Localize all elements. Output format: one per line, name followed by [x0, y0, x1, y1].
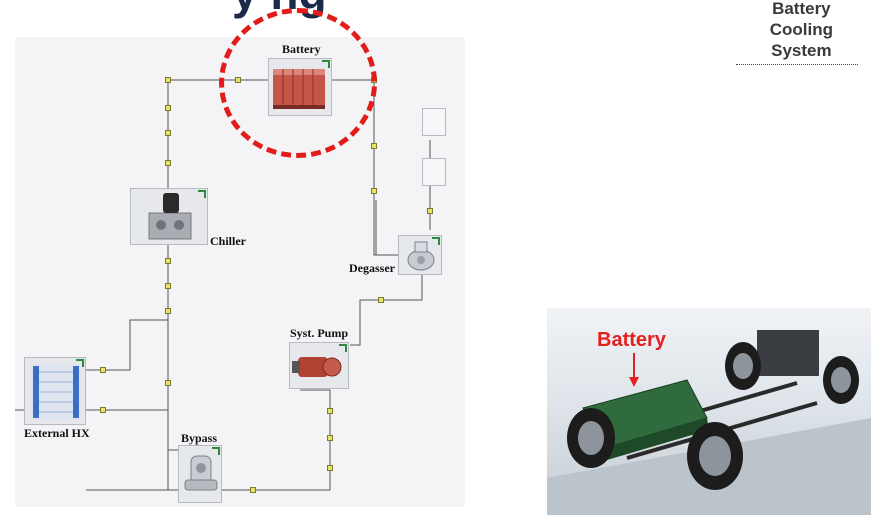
external-hx-label: External HX: [24, 426, 90, 440]
bypass-valve-icon: [184, 455, 218, 491]
chiller-icon: [148, 193, 192, 240]
external-hx-component[interactable]: [24, 357, 86, 425]
pointer-arrow-icon: [629, 353, 639, 387]
vehicle-chassis-image: [547, 308, 871, 515]
junction: [165, 160, 171, 166]
heat-exchanger-icon: [31, 364, 81, 420]
junction: [427, 208, 433, 214]
junction: [165, 105, 171, 111]
bypass-label: Bypass: [181, 431, 218, 445]
junction: [165, 380, 171, 386]
degasser-component[interactable]: [398, 235, 442, 275]
junction: [165, 283, 171, 289]
chassis-illustration: [547, 330, 871, 515]
wheel-icon: [823, 356, 859, 404]
junction: [327, 435, 333, 441]
junction: [327, 408, 333, 414]
junction: [165, 77, 171, 83]
system-pump-component[interactable]: [289, 342, 349, 389]
junction: [250, 487, 256, 493]
header-underline: [736, 64, 858, 65]
junction: [100, 407, 106, 413]
inlet-block[interactable]: [422, 108, 446, 136]
chiller-component[interactable]: [130, 188, 208, 245]
degasser-label: Degasser: [349, 261, 395, 275]
pump-icon: [292, 357, 342, 377]
junction: [165, 258, 171, 264]
photo-battery-label: Battery: [597, 329, 666, 351]
junction: [327, 465, 333, 471]
system-pump-label: Syst. Pump: [290, 326, 349, 340]
junction: [378, 297, 384, 303]
section-header: Battery Cooling System: [770, 0, 833, 61]
junction: [371, 143, 377, 149]
reservoir-block[interactable]: [422, 158, 446, 186]
junction: [165, 308, 171, 314]
header-line-2: Cooling: [769, 20, 833, 39]
junction: [165, 130, 171, 136]
wheel-icon: [725, 342, 761, 390]
header-line-3: System: [771, 41, 832, 60]
wheel-icon: [687, 422, 743, 490]
header-line-1: Battery: [772, 0, 831, 18]
junction: [371, 188, 377, 194]
battery-highlight-ring: [219, 8, 377, 158]
bypass-component[interactable]: [178, 445, 222, 503]
chiller-label: Chiller: [210, 234, 246, 248]
wheel-icon: [567, 408, 615, 468]
junction: [100, 367, 106, 373]
degasser-icon: [407, 241, 435, 271]
